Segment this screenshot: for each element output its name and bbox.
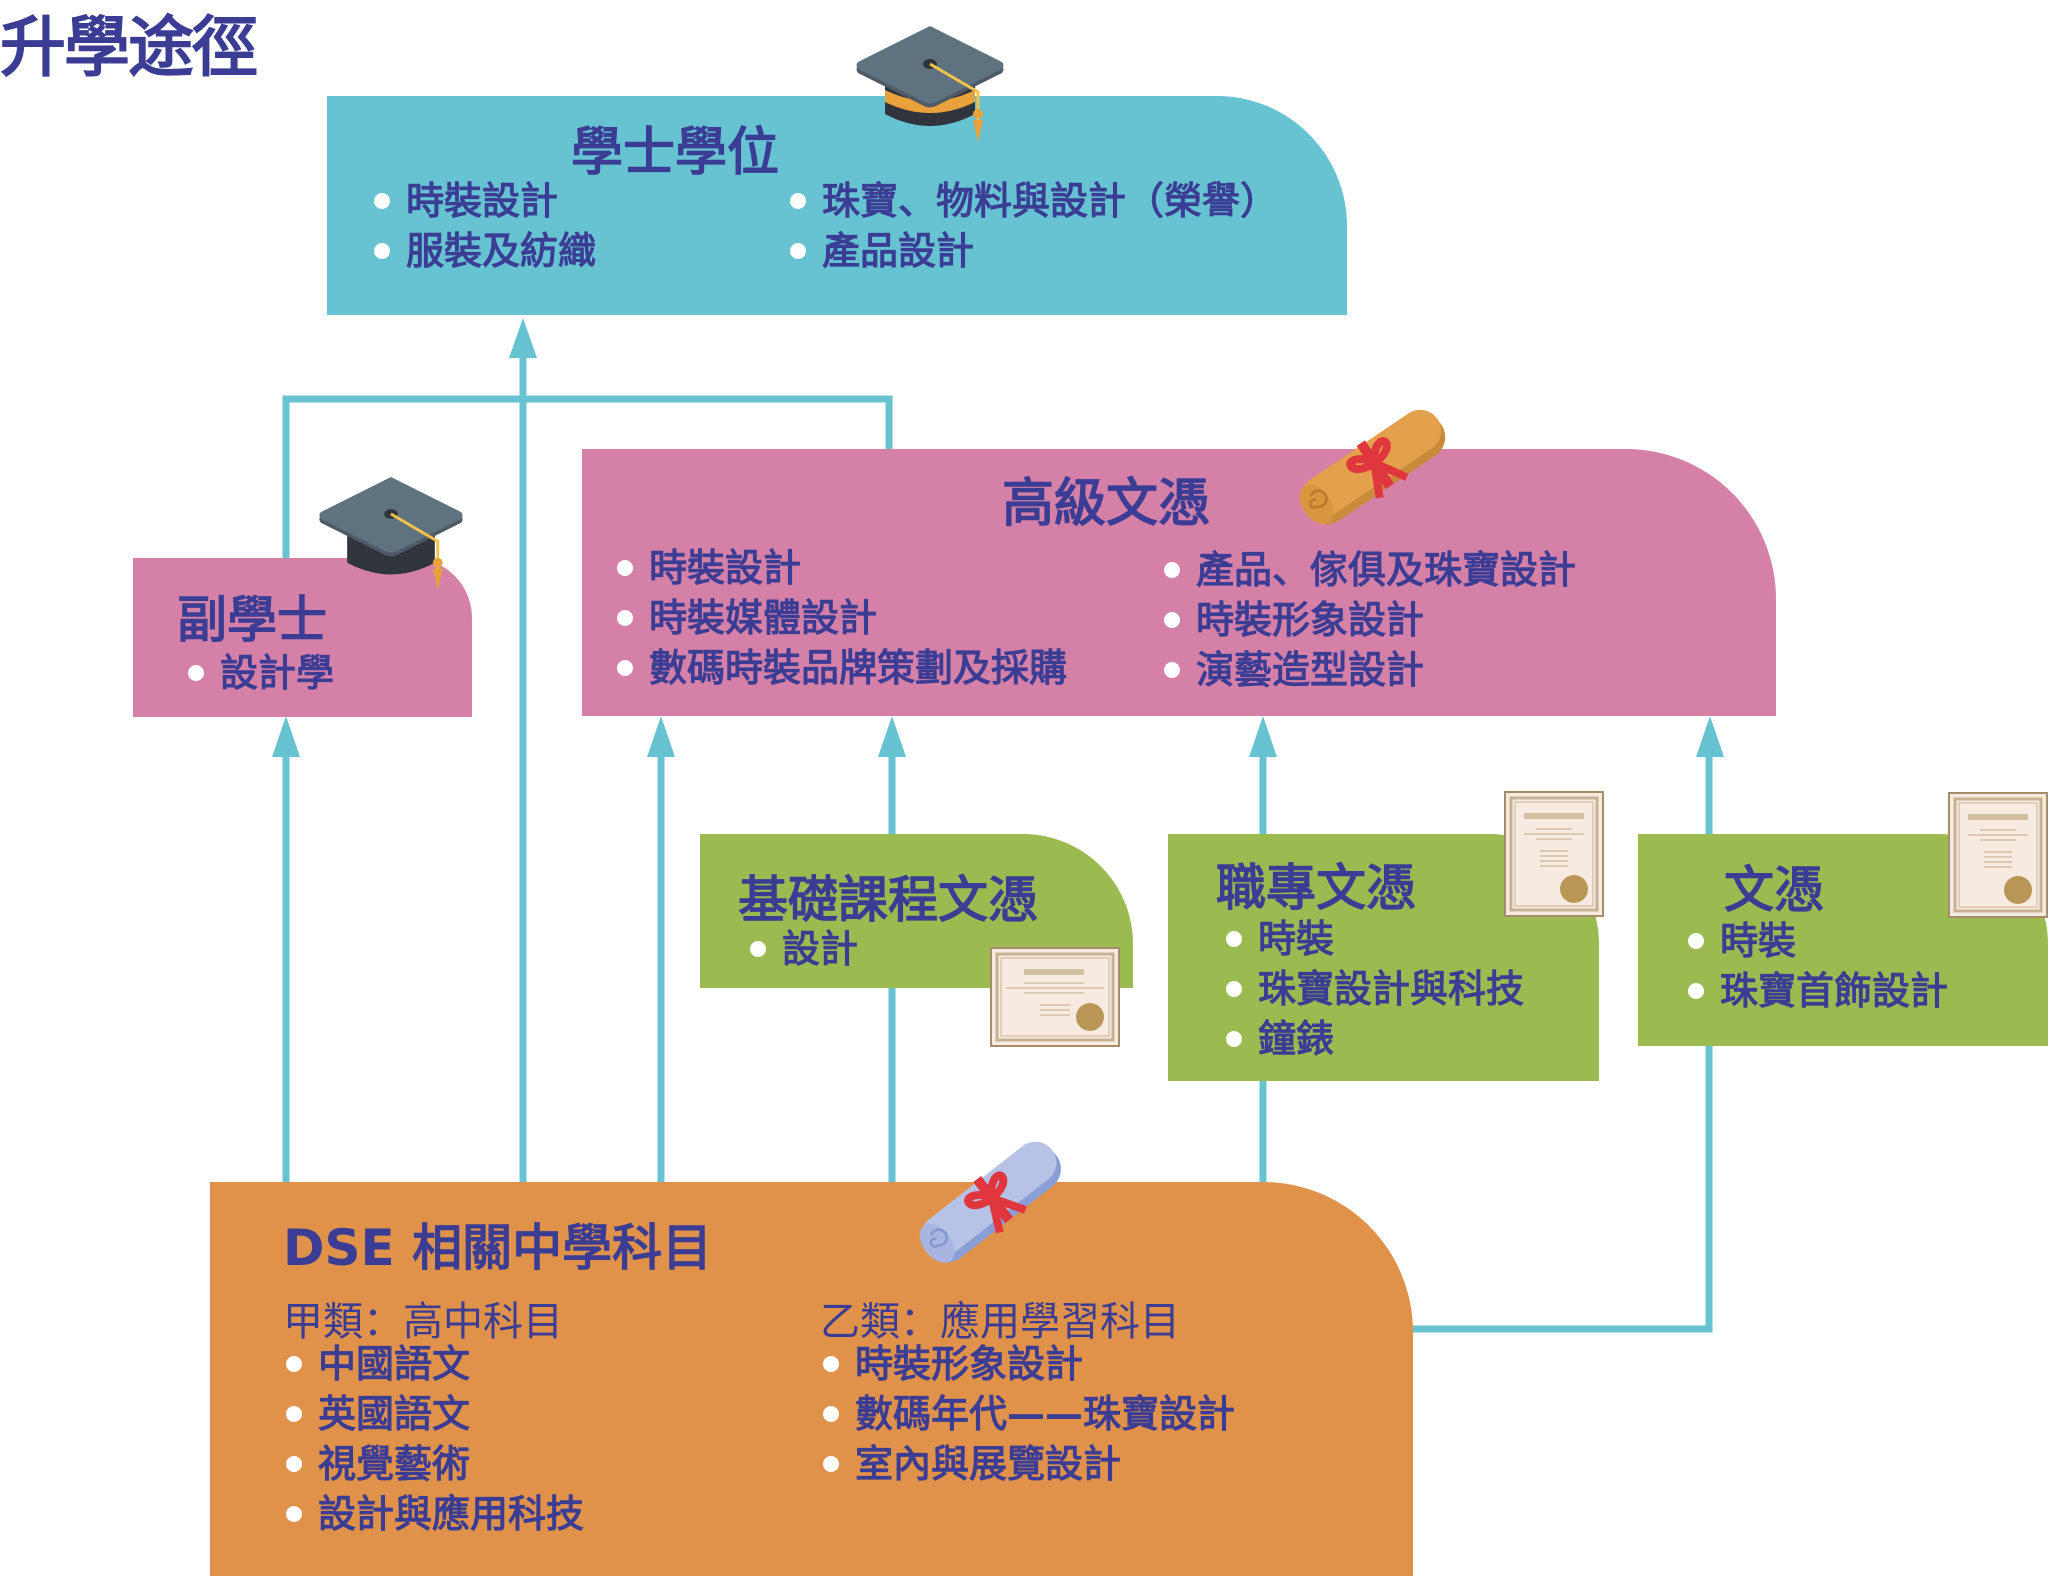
dse-category-a-items: 中國語文 英國語文 視覺藝術 設計與應用科技 xyxy=(286,1339,584,1539)
page-title: 升學途徑 xyxy=(0,9,258,86)
list-item: 時裝 xyxy=(1688,916,1948,966)
degree-box: 學士學位 時裝設計 服裝及紡織 珠寶、物料與設計（榮譽） 產品設計 xyxy=(327,96,1347,315)
dse-category-b-heading: 乙類：應用學習科目 xyxy=(820,1299,1180,1345)
list-item: 時裝形象設計 xyxy=(1164,595,1576,645)
bullet-icon xyxy=(617,660,633,676)
bullet-icon xyxy=(286,1406,302,1422)
list-item: 數碼年代——珠寶設計 xyxy=(823,1389,1235,1439)
certificate-icon xyxy=(1504,791,1604,917)
arrowhead-icon xyxy=(272,716,300,757)
degree-title: 學士學位 xyxy=(571,123,780,183)
bullet-icon xyxy=(1164,662,1180,678)
bullet-icon xyxy=(286,1506,302,1522)
bullet-icon xyxy=(823,1406,839,1422)
foundation-diploma-items: 設計 xyxy=(750,924,858,974)
list-item: 設計與應用科技 xyxy=(286,1489,584,1539)
list-item: 時裝設計 xyxy=(617,543,1067,593)
higher-diploma-box: 高級文憑 時裝設計 時裝媒體設計 數碼時裝品牌策劃及採購 產品、傢俱及珠寶設計 … xyxy=(582,449,1776,716)
bullet-icon xyxy=(1688,983,1704,999)
list-item: 數碼時裝品牌策劃及採購 xyxy=(617,643,1067,693)
arrowhead-icon xyxy=(1696,716,1724,757)
foundation-diploma-title: 基礎課程文憑 xyxy=(738,871,1038,929)
dse-category-b-items: 時裝形象設計 數碼年代——珠寶設計 室內與展覽設計 xyxy=(823,1339,1235,1489)
list-item: 設計 xyxy=(750,924,858,974)
bullet-icon xyxy=(750,941,766,957)
connector-dse-to-diploma xyxy=(1413,1046,1713,1333)
list-item: 演藝造型設計 xyxy=(1164,645,1576,695)
bullet-icon xyxy=(823,1456,839,1472)
associate-box: 副學士 設計學 xyxy=(133,558,472,717)
bullet-icon xyxy=(1226,1031,1242,1047)
list-item: 產品設計 xyxy=(790,226,1278,276)
bullet-icon xyxy=(286,1456,302,1472)
graduation-cap-icon xyxy=(856,26,1004,142)
vocational-diploma-items: 時裝 珠寶設計與科技 鐘錶 xyxy=(1226,914,1524,1064)
associate-title: 副學士 xyxy=(177,591,327,649)
arrowhead-icon xyxy=(878,716,906,757)
bullet-icon xyxy=(188,665,204,681)
arrowhead-icon xyxy=(647,716,675,757)
scroll-icon xyxy=(919,1141,1061,1263)
list-item: 時裝設計 xyxy=(374,176,596,226)
list-item: 時裝 xyxy=(1226,914,1524,964)
list-item: 視覺藝術 xyxy=(286,1439,584,1489)
list-item: 英國語文 xyxy=(286,1389,584,1439)
list-item: 室內與展覽設計 xyxy=(823,1439,1235,1489)
bullet-icon xyxy=(1226,931,1242,947)
certificate-icon xyxy=(990,947,1120,1047)
list-item: 中國語文 xyxy=(286,1339,584,1389)
bullet-icon xyxy=(374,243,390,259)
dse-category-a-heading: 甲類：高中科目 xyxy=(283,1299,563,1345)
arrowhead-icon xyxy=(1249,716,1277,757)
bullet-icon xyxy=(374,193,390,209)
list-item: 時裝形象設計 xyxy=(823,1339,1235,1389)
diploma-title: 文憑 xyxy=(1724,861,1824,919)
higher-diploma-items-right: 產品、傢俱及珠寶設計 時裝形象設計 演藝造型設計 xyxy=(1164,545,1576,695)
list-item: 服裝及紡織 xyxy=(374,226,596,276)
list-item: 珠寶首飾設計 xyxy=(1688,966,1948,1016)
associate-items: 設計學 xyxy=(188,648,334,698)
bullet-icon xyxy=(1164,562,1180,578)
list-item: 鐘錶 xyxy=(1226,1014,1524,1064)
bullet-icon xyxy=(1164,612,1180,628)
dse-box: DSE 相關中學科目 甲類：高中科目 中國語文 英國語文 視覺藝術 設計與應用科… xyxy=(210,1182,1413,1576)
list-item: 產品、傢俱及珠寶設計 xyxy=(1164,545,1576,595)
dse-title: DSE 相關中學科目 xyxy=(283,1219,713,1277)
list-item: 設計學 xyxy=(188,648,334,698)
list-item: 珠寶設計與科技 xyxy=(1226,964,1524,1014)
degree-items-right: 珠寶、物料與設計（榮譽） 產品設計 xyxy=(790,176,1278,276)
arrowhead-icon xyxy=(509,318,537,358)
list-item: 珠寶、物料與設計（榮譽） xyxy=(790,176,1278,226)
connector-bracket-to-degree xyxy=(282,395,893,558)
bullet-icon xyxy=(1226,981,1242,997)
bullet-icon xyxy=(790,193,806,209)
bullet-icon xyxy=(1688,933,1704,949)
bullet-icon xyxy=(823,1356,839,1372)
degree-items-left: 時裝設計 服裝及紡織 xyxy=(374,176,596,276)
diploma-items: 時裝 珠寶首飾設計 xyxy=(1688,916,1948,1016)
higher-diploma-title: 高級文憑 xyxy=(1002,474,1211,534)
scroll-icon xyxy=(1299,409,1446,525)
bullet-icon xyxy=(617,560,633,576)
graduation-cap-icon xyxy=(319,477,463,591)
list-item: 時裝媒體設計 xyxy=(617,593,1067,643)
bullet-icon xyxy=(790,243,806,259)
bullet-icon xyxy=(286,1356,302,1372)
vocational-diploma-title: 職專文憑 xyxy=(1216,859,1416,917)
bullet-icon xyxy=(617,610,633,626)
certificate-icon xyxy=(1948,792,2048,918)
higher-diploma-items-left: 時裝設計 時裝媒體設計 數碼時裝品牌策劃及採購 xyxy=(617,543,1067,693)
